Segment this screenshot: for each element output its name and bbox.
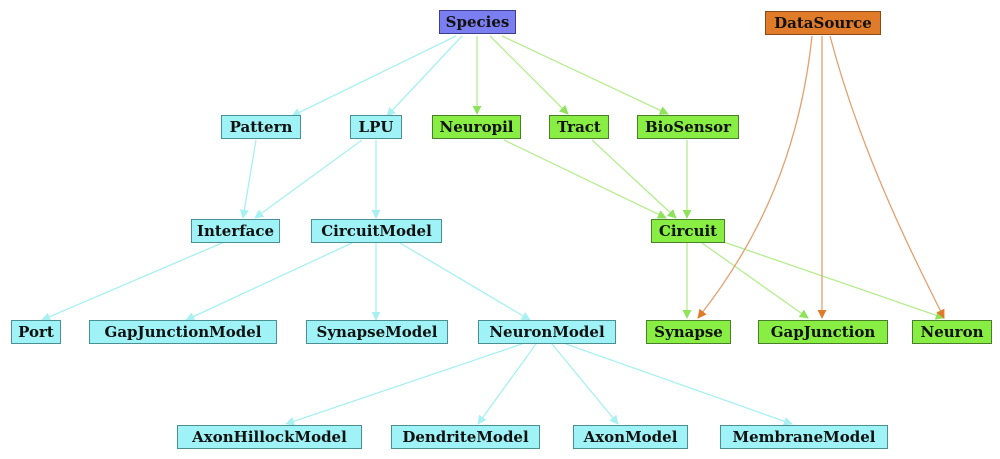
node-membranemodel[interactable]: MembraneModel: [720, 425, 888, 449]
node-neuropil[interactable]: Neuropil: [432, 115, 521, 139]
node-dendritemodel[interactable]: DendriteModel: [391, 425, 540, 449]
edge-datasource-synapse: [697, 35, 813, 319]
node-tract[interactable]: Tract: [549, 115, 609, 139]
edge-circuit-gapjunction: [701, 242, 809, 319]
green-edges: [472, 35, 945, 320]
edge-species-biosensor: [501, 35, 669, 115]
node-port[interactable]: Port: [11, 320, 61, 344]
node-lpu[interactable]: LPU: [350, 115, 402, 139]
cyan-edges: [41, 35, 793, 426]
node-axonmodel[interactable]: AxonModel: [573, 425, 688, 449]
edge-species-tract: [489, 35, 569, 115]
node-circuit[interactable]: Circuit: [651, 219, 725, 243]
edge-neuropil-circuit: [503, 139, 667, 219]
edge-circuit-neuron: [717, 239, 945, 320]
node-pattern[interactable]: Pattern: [221, 115, 301, 139]
node-circuitmodel[interactable]: CircuitModel: [311, 219, 442, 243]
node-synapsemodel[interactable]: SynapseModel: [306, 320, 448, 344]
edge-interface-port: [41, 242, 223, 321]
edge-pattern-interface: [239, 139, 257, 219]
edge-tract-circuit: [591, 139, 677, 219]
edge-neuronmodel-axonhillockmodel: [285, 343, 523, 426]
edge-lpu-interface: [254, 139, 363, 219]
node-gapjunctionmodel[interactable]: GapJunctionModel: [89, 320, 277, 344]
node-synapse[interactable]: Synapse: [646, 320, 731, 344]
edge-neuronmodel-axonmodel: [551, 343, 619, 425]
node-interface[interactable]: Interface: [191, 219, 280, 243]
node-biosensor[interactable]: BioSensor: [637, 115, 739, 139]
node-neuron[interactable]: Neuron: [912, 320, 992, 344]
node-axonhillockmodel[interactable]: AxonHillockModel: [177, 425, 362, 449]
node-species[interactable]: Species: [439, 10, 516, 34]
edge-datasource-neuron: [829, 35, 945, 319]
orange-edges: [697, 35, 945, 319]
edge-neuronmodel-dendritemodel: [477, 343, 537, 425]
edge-circuitmodel-gapjunctionmodel: [185, 242, 353, 321]
edge-species-pattern: [291, 35, 457, 117]
edge-neuronmodel-membranemodel: [565, 343, 793, 426]
node-datasource[interactable]: DataSource: [765, 11, 881, 35]
node-gapjunction[interactable]: GapJunction: [758, 320, 888, 344]
edge-circuitmodel-neuronmodel: [399, 242, 531, 321]
edge-species-lpu: [386, 35, 463, 117]
node-neuronmodel[interactable]: NeuronModel: [478, 320, 616, 344]
